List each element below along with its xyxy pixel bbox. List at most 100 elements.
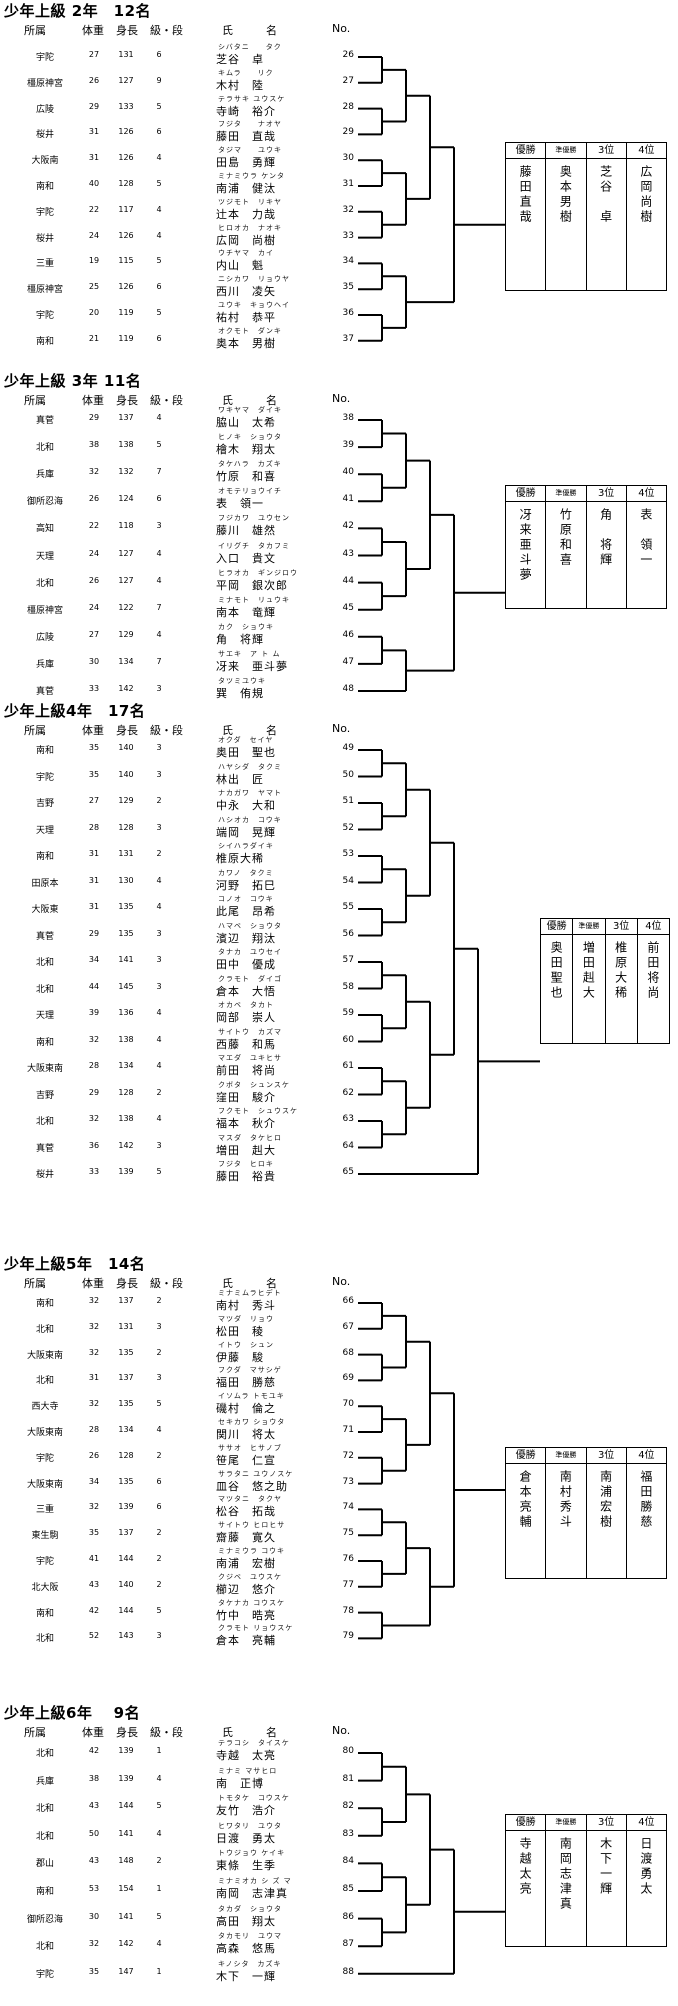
header-grade: 級・段 — [150, 724, 183, 737]
player-kana: クラモト リョウスケ — [218, 1624, 294, 1633]
player-weight: 24 — [88, 548, 100, 558]
player-weight: 32 — [88, 1321, 100, 1331]
player-weight: 33 — [88, 684, 100, 693]
result-label: 4位 — [626, 486, 666, 502]
player-weight: 28 — [88, 822, 100, 832]
player-kana: ワキヤマ ダイキ — [218, 406, 282, 414]
player-number: 37 — [342, 333, 354, 344]
player-number: 78 — [342, 1605, 354, 1616]
player-number: 49 — [342, 743, 354, 753]
player-kana: タカダ ショウタ — [218, 1904, 282, 1913]
player-number: 28 — [342, 101, 354, 112]
player-affiliation: 兵庫 — [35, 1776, 54, 1787]
player-name: 櫛辺 悠介 — [216, 1582, 276, 1596]
player-affiliation: 宇陀 — [35, 207, 54, 218]
player-weight: 42 — [88, 1605, 100, 1615]
player-height: 137 — [118, 413, 134, 422]
result-name: 日渡勇太 — [638, 1837, 653, 1897]
player-name: 窪田 駿介 — [216, 1090, 276, 1104]
player-height: 129 — [118, 629, 134, 639]
player-weight: 29 — [88, 413, 100, 422]
result-name: 竹原和喜 — [558, 508, 573, 568]
player-grade: 4 — [156, 153, 162, 163]
header-no: No. — [332, 22, 351, 35]
player-number: 75 — [342, 1528, 354, 1539]
player-grade: 4 — [156, 230, 162, 240]
player-grade: 6 — [156, 1502, 162, 1512]
player-weight: 35 — [88, 743, 100, 752]
player-grade: 3 — [156, 743, 162, 752]
player-weight: 36 — [88, 1140, 100, 1150]
player-weight: 43 — [88, 1801, 100, 1811]
player-weight: 24 — [88, 602, 100, 612]
player-weight: 50 — [88, 1828, 100, 1838]
player-weight: 32 — [88, 1114, 100, 1123]
player-affiliation: 広陵 — [35, 104, 54, 115]
player-height: 141 — [118, 955, 134, 964]
player-name: 端岡 晃輝 — [216, 825, 276, 839]
player-height: 139 — [118, 1746, 134, 1755]
player-name: 巽 侑規 — [216, 687, 264, 700]
player-affiliation: 東生駒 — [31, 1531, 59, 1542]
result-name: 南村秀斗 — [558, 1470, 573, 1530]
header-grade: 級・段 — [150, 394, 183, 407]
player-height: 130 — [118, 875, 134, 885]
player-height: 132 — [118, 467, 134, 477]
header-height: 身長 — [116, 24, 138, 37]
player-affiliation: 北和 — [35, 984, 54, 995]
player-name: 友竹 浩介 — [216, 1804, 276, 1818]
player-grade: 9 — [156, 75, 162, 85]
player-kana: ユウキ キョウヘイ — [218, 301, 290, 309]
player-number: 64 — [342, 1140, 354, 1151]
result-name: 角 将輝 — [598, 508, 613, 568]
header-grade: 級・段 — [150, 1726, 183, 1739]
player-affiliation: 北和 — [35, 1831, 54, 1842]
player-number: 48 — [342, 684, 354, 694]
player-weight: 43 — [88, 1856, 100, 1866]
player-height: 139 — [118, 1167, 134, 1176]
player-height: 137 — [118, 1296, 134, 1305]
player-weight: 31 — [88, 153, 100, 163]
player-weight: 27 — [88, 796, 100, 805]
player-name: 西川 凌矢 — [216, 285, 276, 299]
player-name: 冴来 亜斗夢 — [216, 659, 288, 673]
player-name: 福本 秋介 — [216, 1117, 276, 1130]
player-height: 129 — [118, 796, 134, 805]
player-kana: セキカワ ショウタ — [218, 1418, 286, 1426]
player-grade: 2 — [156, 1554, 162, 1563]
player-kana: フジカワ ユウセン — [218, 514, 290, 523]
player-name: 奥田 聖也 — [216, 746, 276, 759]
player-grade: 2 — [156, 1579, 162, 1589]
player-weight: 30 — [88, 656, 100, 666]
player-grade: 3 — [156, 1631, 162, 1641]
player-affiliation: 宇陀 — [35, 1453, 54, 1464]
player-number: 42 — [342, 521, 354, 532]
player-number: 33 — [342, 230, 354, 241]
header-height: 身長 — [116, 394, 138, 407]
player-affiliation: 桜井 — [35, 233, 54, 244]
result-label: 準優勝 — [546, 1815, 586, 1831]
player-height: 144 — [118, 1801, 134, 1811]
result-label: 優勝 — [506, 1815, 546, 1831]
result-name: 広岡尚樹 — [638, 165, 653, 225]
player-kana: サラタニ ユウノスケ — [218, 1469, 294, 1478]
player-height: 122 — [118, 602, 134, 612]
player-affiliation: 広陵 — [35, 632, 54, 643]
player-affiliation: 北大阪 — [31, 1582, 59, 1593]
player-kana: マツダ リョウ — [218, 1314, 274, 1323]
player-name: 椎原大稀 — [216, 852, 264, 865]
player-kana: カワノ タクミ — [218, 868, 274, 877]
player-grade: 4 — [156, 1061, 162, 1070]
header-grade: 級・段 — [150, 1277, 183, 1290]
player-number: 26 — [342, 50, 354, 60]
player-affiliation: 大阪東南 — [26, 1064, 63, 1074]
player-height: 148 — [118, 1856, 134, 1866]
player-kana: マエダ ユキヒサ — [218, 1054, 282, 1062]
player-number: 81 — [342, 1773, 354, 1784]
player-weight: 27 — [88, 50, 100, 59]
player-number: 46 — [342, 629, 354, 640]
player-kana: オクモト ダンキ — [218, 326, 282, 335]
player-number: 55 — [342, 902, 354, 912]
